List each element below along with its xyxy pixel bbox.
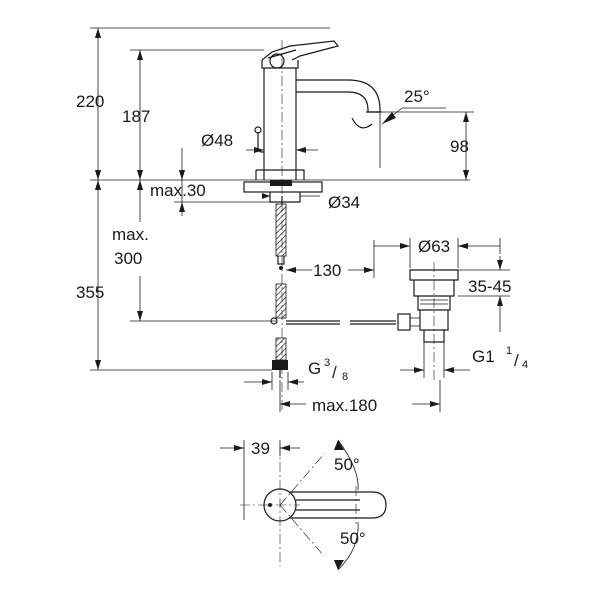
dim-spout-height: 187 — [122, 107, 150, 126]
dim-angle-50-bottom — [334, 521, 359, 571]
pull-rod — [270, 317, 396, 325]
dim-waste-thread: G1 — [472, 347, 495, 366]
dim-angle-25 — [379, 107, 446, 168]
supply-hoses — [272, 196, 288, 378]
fraction-slash: / — [332, 363, 337, 382]
dim-swivel-angle-top: 50° — [334, 455, 360, 474]
dim-outlet-height: 98 — [450, 137, 469, 156]
dim-spout-angle: 25° — [404, 87, 430, 106]
dim-total-height: 220 — [76, 92, 104, 111]
dim-187 — [130, 49, 264, 180]
dim-waste-thread-num: 1 — [506, 345, 512, 357]
dim-39 — [220, 440, 300, 520]
dim-waste-diameter: Ø63 — [418, 237, 450, 256]
fraction-slash-2: / — [514, 351, 519, 370]
dim-max-value: 300 — [114, 249, 142, 268]
dim-220 — [90, 27, 330, 180]
dim-48 — [246, 147, 318, 153]
dim-connection-g-den: 8 — [342, 371, 348, 383]
dim-max-label: max. — [112, 225, 149, 244]
faucet-elevation — [254, 40, 382, 180]
faucet-plan-view — [240, 444, 387, 566]
dim-max-reach: max.180 — [312, 396, 377, 415]
countertop-slab — [243, 180, 323, 203]
dim-130 — [286, 240, 375, 278]
dim-waste-thread-den: 4 — [522, 359, 528, 371]
dim-hole-diameter: Ø34 — [328, 193, 360, 212]
dim-63 — [374, 238, 501, 268]
dim-355 — [90, 180, 272, 371]
dim-drain-offset: 130 — [313, 261, 341, 280]
dim-34 — [262, 193, 320, 199]
dim-98 — [382, 111, 474, 180]
dim-swivel-angle-bottom: 50° — [340, 529, 366, 548]
dim-angle-50-top — [334, 439, 359, 491]
dim-connection-g-num: 3 — [324, 357, 330, 369]
dim-waste-range: 35-45 — [468, 277, 511, 296]
dim-g38 — [244, 372, 304, 390]
dim-base-diameter: Ø48 — [201, 131, 233, 150]
dim-max180 — [279, 380, 441, 412]
dim-g114 — [400, 342, 470, 378]
waste-valve — [397, 269, 459, 343]
dim-total-depth: 355 — [76, 283, 104, 302]
dim-max30 — [174, 148, 270, 216]
dim-plan-offset: 39 — [251, 439, 270, 458]
dim-max300 — [130, 180, 276, 322]
dim-connection-g: G — [308, 359, 321, 378]
dim-35-45 — [458, 256, 510, 332]
dim-max-thickness: max.30 — [150, 181, 206, 200]
